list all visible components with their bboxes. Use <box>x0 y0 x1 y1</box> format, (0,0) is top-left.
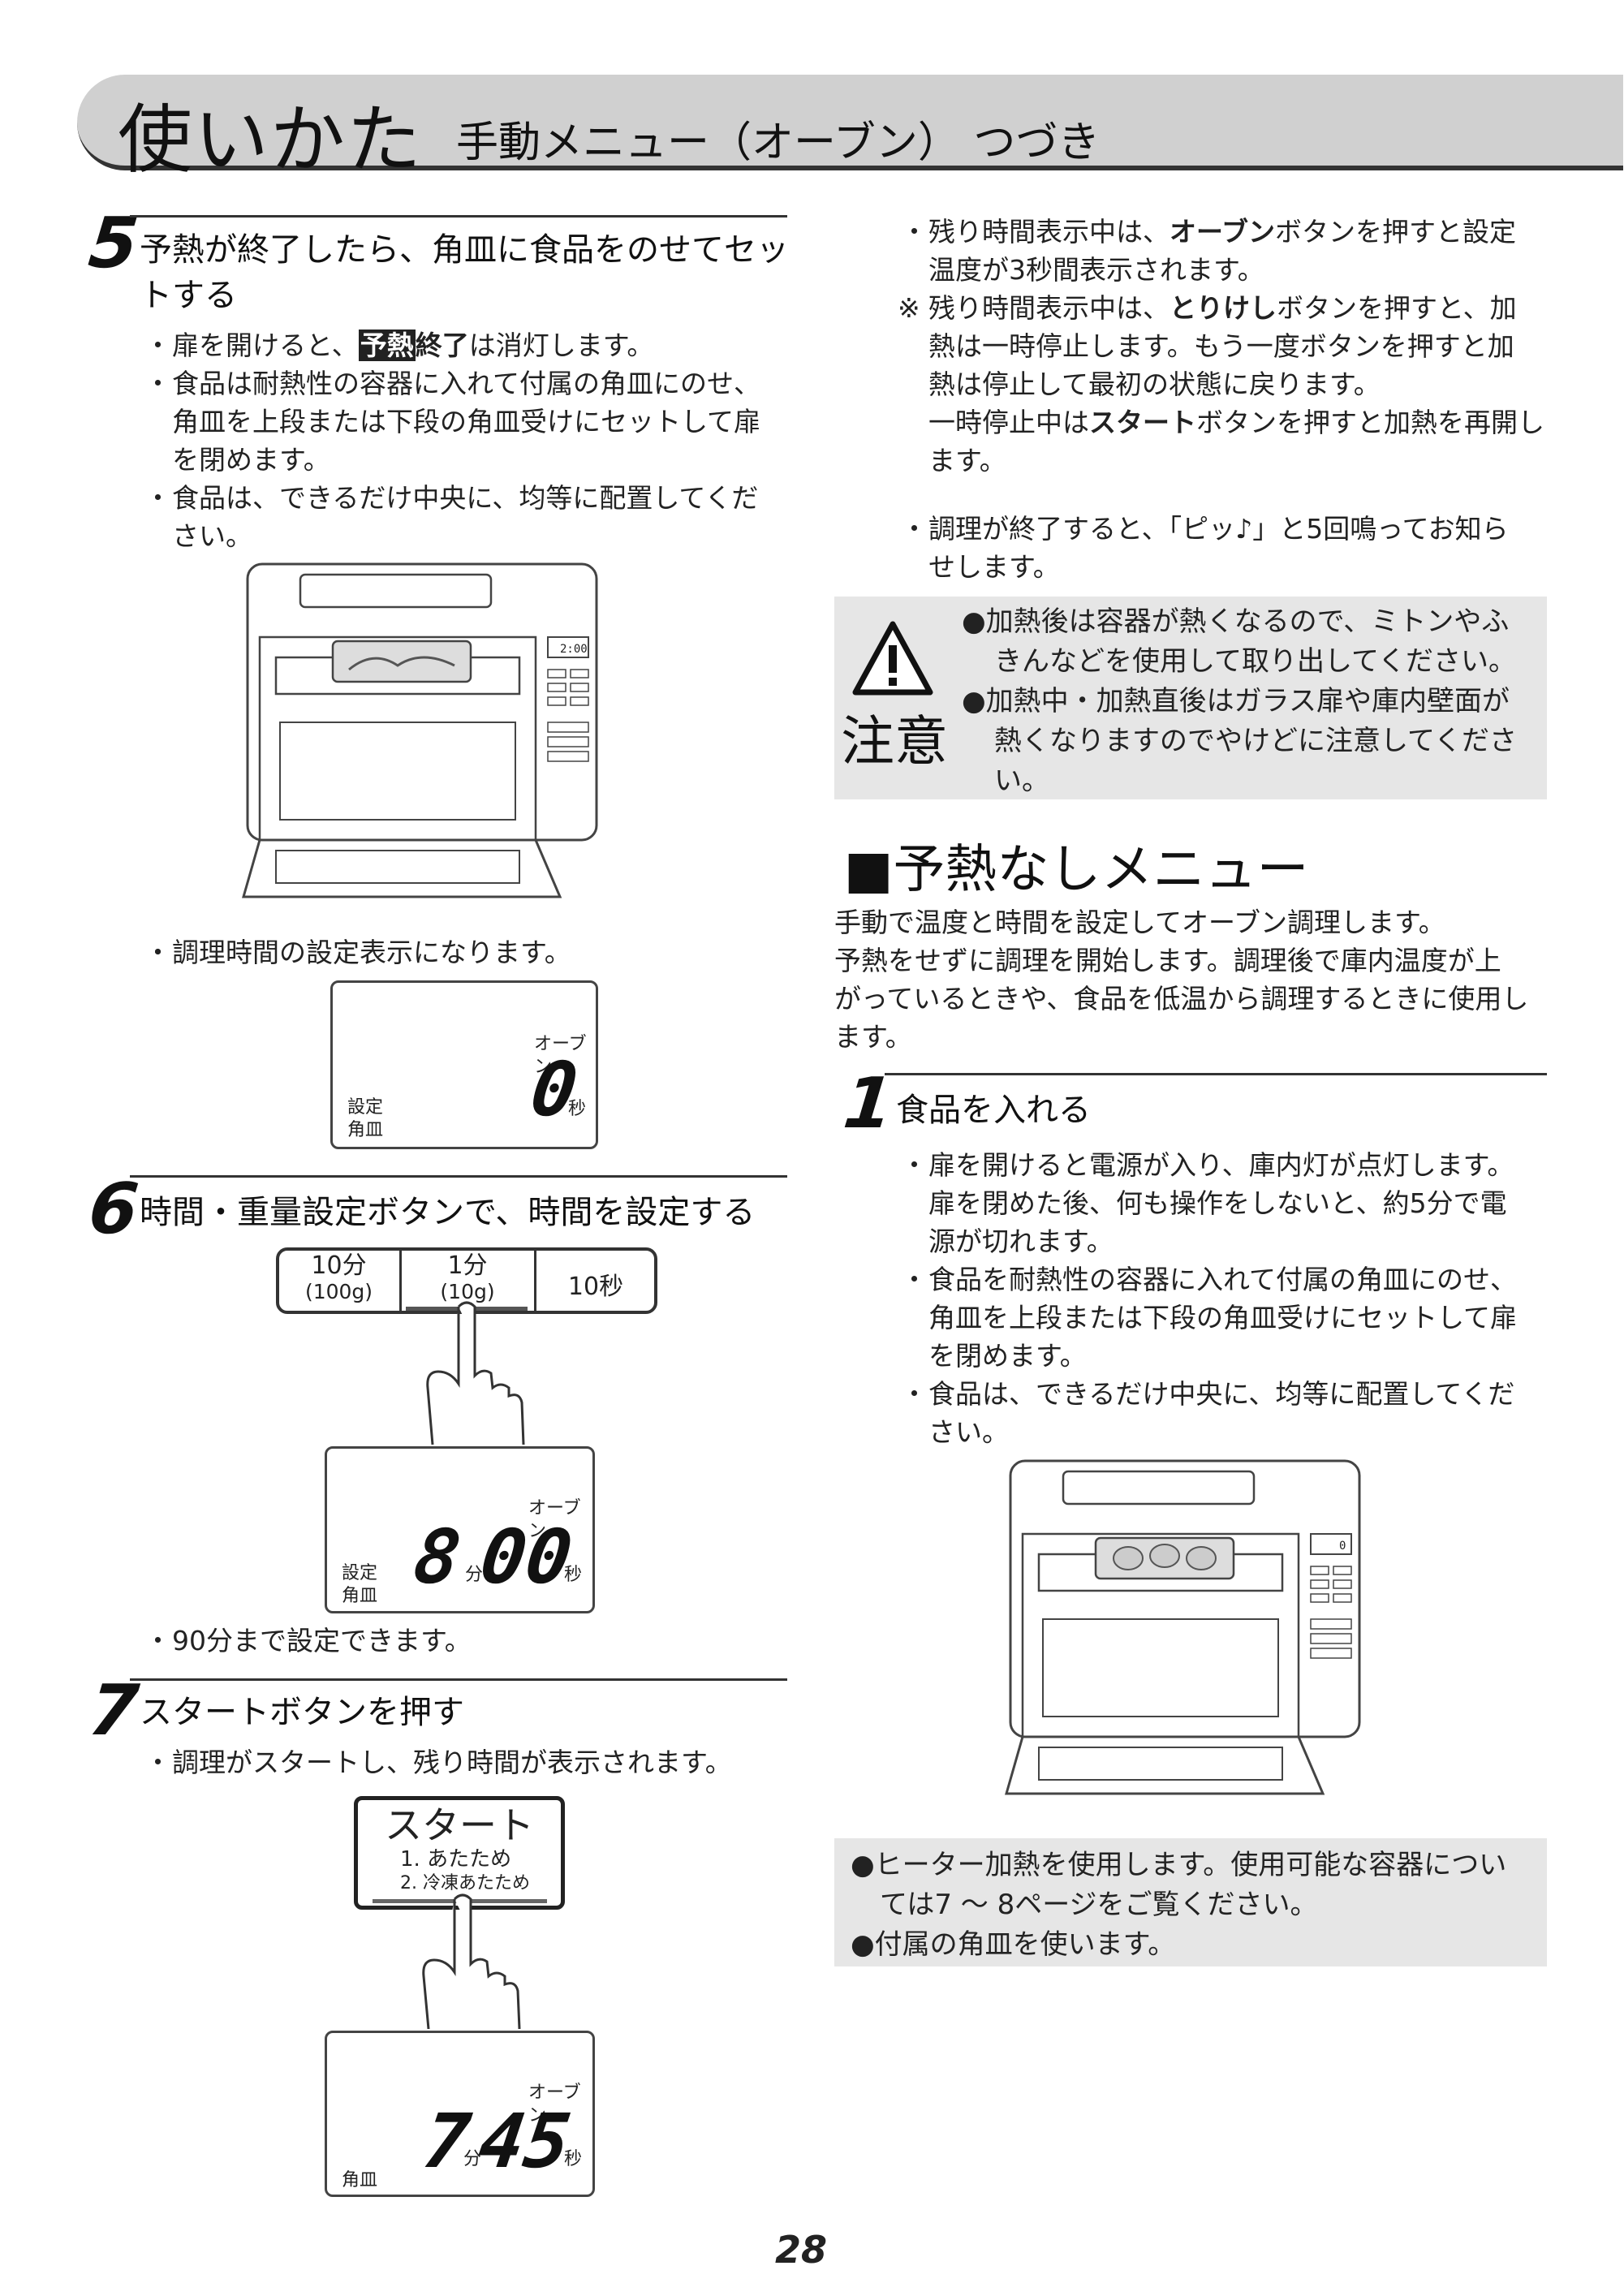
start-button-label: スタート <box>385 1803 534 1847</box>
lcd-label-dish: 角皿 <box>347 1120 384 1140</box>
start-button-line1: 1. あたため <box>400 1847 512 1872</box>
lcd-label-dish: 角皿 <box>342 1586 378 1606</box>
lcd-label-dish: 角皿 <box>342 2170 378 2190</box>
lcd-seconds-value: 00 <box>475 1514 578 1600</box>
lcd-panel-step6: オーブン 設定 角皿 8 分 00 秒 <box>325 1446 595 1613</box>
caution-box <box>834 597 1547 799</box>
button-separator <box>399 1247 402 1314</box>
bullet-dot: ・ <box>901 1149 928 1181</box>
step5-title-line1: 予熱が終了したら、角皿に食品をのせてセッ <box>140 231 789 269</box>
step5-bullet-1: ・扉を開けると、予熱終了は消灯します。 <box>144 330 654 361</box>
lcd-panel-step7: オーブン 角皿 7 分 45 秒 <box>325 2031 595 2197</box>
page-subtitle: 手動メニュー（オーブン） つづき <box>456 118 1101 167</box>
section-intro-2: 予熱をせずに調理を開始します。調理後で庫内温度が上がっているときや、食品を低温か… <box>834 945 1529 1053</box>
step-number-7: 7 <box>84 1670 143 1751</box>
step5-bullet-2: ・食品は耐熱性の容器に入れて付属の角皿にのせ、角皿を上段または下段の角皿受けにセ… <box>144 368 761 476</box>
section-intro-1: 手動で温度と時間を設定してオーブン調理します。 <box>834 907 1445 938</box>
step-divider <box>885 1073 1547 1075</box>
start-button[interactable]: スタート 1. あたため 2. 冷凍あたため <box>354 1796 565 1910</box>
bullet-dot: ・ <box>901 216 928 248</box>
note-item-2: ●付属の角皿を使います。 <box>851 1928 1176 1961</box>
note-box <box>834 1838 1547 1966</box>
right-bullet-1: 残り時間表示中は、オーブンボタンを押すと設定温度が3秒間表示されます。 <box>928 216 1517 286</box>
lcd-unit-sec: 秒 <box>564 1565 583 1585</box>
step1-bullet-3: 食品は、できるだけ中央に、均等に配置してください。 <box>928 1378 1515 1448</box>
pressing-finger-icon <box>426 1301 525 1445</box>
step-number-1: 1 <box>839 1063 898 1144</box>
header-band <box>77 75 1623 170</box>
lcd-unit-min: 分 <box>465 1565 484 1585</box>
button-1min[interactable]: 1分(10g) <box>440 1251 495 1304</box>
note-mark: ※ <box>898 292 920 324</box>
button-separator <box>534 1247 536 1314</box>
step7-title: スタートボタンを押す <box>140 1694 464 1731</box>
step-divider <box>130 1175 787 1178</box>
step-number-6: 6 <box>84 1169 143 1250</box>
lcd-label-setting: 設定 <box>347 1097 384 1118</box>
right-note-pause: 残り時間表示中は、とりけしボタンを押すと、加 熱は一時停止します。もう一度ボタン… <box>928 292 1544 476</box>
caution-label: 注意 <box>841 710 948 773</box>
step5-title-line2: トする <box>140 277 237 314</box>
caution-item-2: ●加熱中・加熱直後はガラス扉や庫内壁面が熱くなりますのでやけどに注意してください… <box>962 685 1517 797</box>
caution-item-1: ●加熱後は容器が熱くなるので、ミトンやふきんなどを使用して取り出してください。 <box>962 605 1516 678</box>
page-number: 28 <box>775 2228 828 2272</box>
page-title: 使いかた <box>118 97 424 183</box>
oven-display-readout: 2:00 <box>560 643 588 656</box>
lcd-minutes-value: 8 <box>408 1514 466 1600</box>
right-bullet-finish: 調理が終了すると、「ピッ♪」と5回鳴ってお知らせします。 <box>928 513 1509 583</box>
section-heading-no-preheat: ■予熱なしメニュー <box>844 840 1309 900</box>
bullet-dot: ・ <box>901 513 928 545</box>
bullet-dot: ・ <box>144 1625 171 1656</box>
bullet-dot: ・ <box>901 1264 928 1295</box>
step6-bullet-1: 90分まで設定できます。 <box>172 1625 472 1656</box>
step7-bullet-1: 調理がスタートし、残り時間が表示されます。 <box>172 1747 732 1778</box>
bullet-dot: ・ <box>144 937 171 968</box>
start-button-line2: 2. 冷凍あたため <box>400 1873 530 1893</box>
bullet-dot: ・ <box>901 1378 928 1410</box>
step1-bullet-2: 食品を耐熱性の容器に入れて付属の角皿にのせ、角皿を上段または下段の角皿受けにセッ… <box>928 1264 1518 1372</box>
lcd-mode-label: オーブン <box>528 2083 581 2126</box>
button-10sec[interactable]: 10秒 <box>567 1273 624 1301</box>
lcd-unit-min: 分 <box>463 2149 482 2169</box>
oven-display-readout: 0 <box>1339 1540 1346 1553</box>
lcd-mode-label: オーブン <box>534 1034 587 1077</box>
lcd-label-setting: 設定 <box>342 1563 378 1583</box>
step-divider <box>130 1678 787 1681</box>
lcd-unit-sec: 秒 <box>568 1099 587 1119</box>
lcd-minutes-value: 7 <box>418 2098 476 2185</box>
step-divider <box>130 215 787 218</box>
note-item-1: ●ヒーター加熱を使用します。使用可能な容器については7 ～ 8ページをご覧くださ… <box>851 1849 1507 1921</box>
step5-bullet-3: ・食品は、できるだけ中央に、均等に配置してください。 <box>144 482 759 552</box>
button-10min[interactable]: 10分(100g) <box>304 1251 373 1304</box>
bullet-dot: ・ <box>144 1747 171 1778</box>
warning-triangle-icon <box>852 621 933 696</box>
step5-bullet-4: ・調理時間の設定表示になります。 <box>144 937 571 968</box>
oven-illustration-dish-rack: 2:00 <box>242 562 598 898</box>
step6-title: 時間・重量設定ボタンで、時間を設定する <box>140 1194 756 1231</box>
lcd-panel-step5: オーブン 設定 角皿 0 秒 <box>330 980 598 1149</box>
pressing-finger-icon <box>422 1893 521 2030</box>
oven-illustration-food-dish: 0 <box>1005 1459 1361 1795</box>
lcd-mode-label: オーブン <box>528 1498 581 1541</box>
lcd-seconds-value: 45 <box>473 2098 576 2185</box>
lcd-unit-sec: 秒 <box>564 2149 583 2169</box>
step1-bullet-1: 扉を開けると電源が入り、庫内灯が点灯します。扉を閉めた後、何も操作をしないと、約… <box>928 1149 1514 1257</box>
step1-title: 食品を入れる <box>896 1092 1091 1129</box>
